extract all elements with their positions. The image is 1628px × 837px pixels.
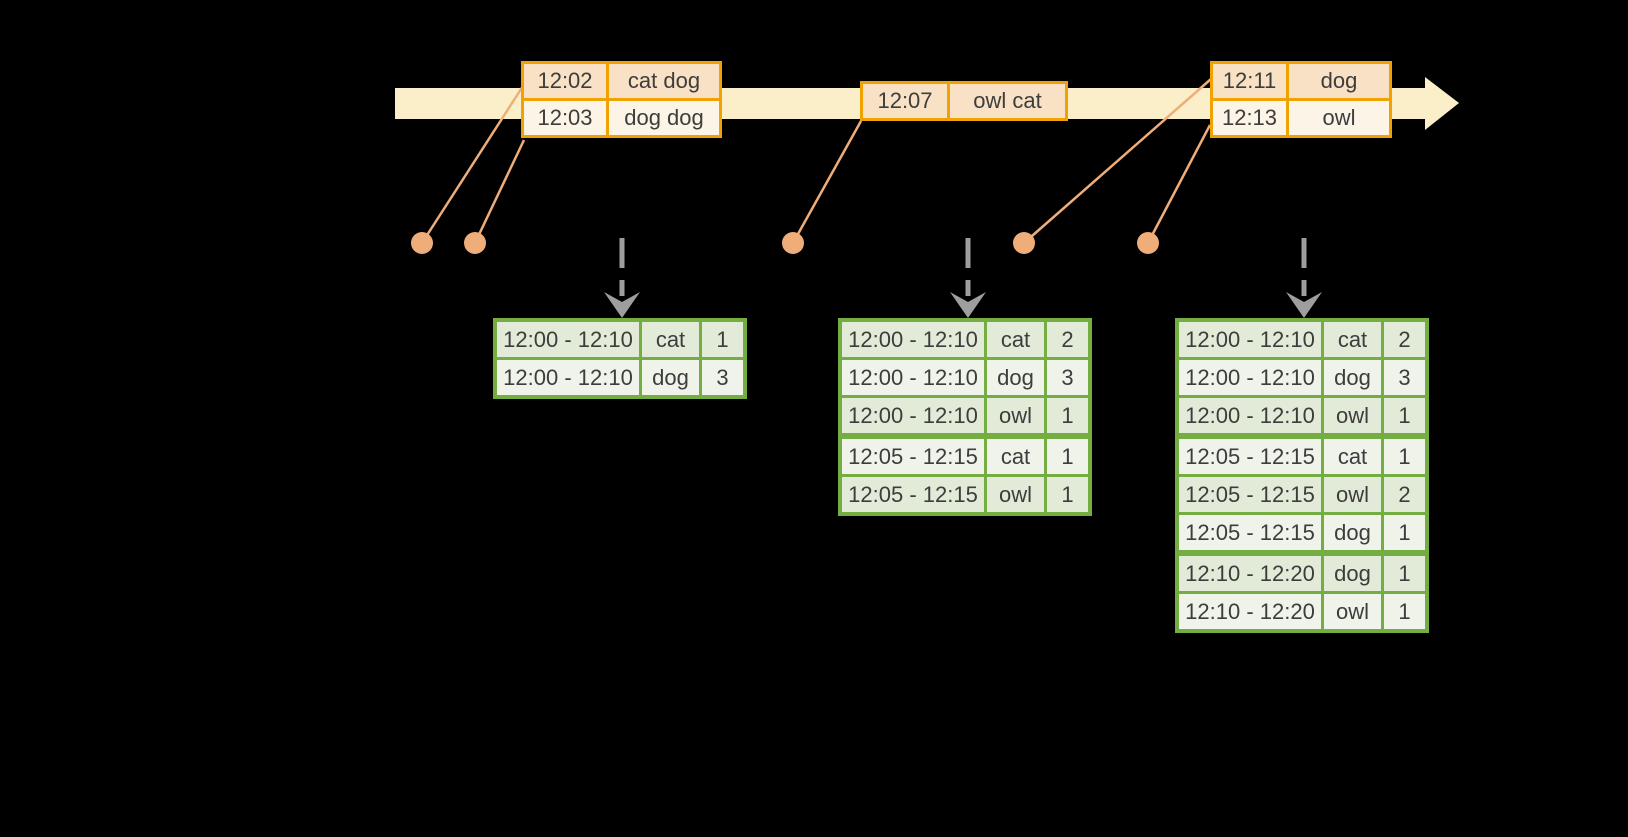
window-range-cell: 12:05 - 12:15 [1179,439,1321,474]
word-cell: cat [987,439,1044,474]
count-cell: 1 [1047,477,1088,512]
event-connector-line [1023,78,1212,244]
event-time-cell: 12:13 [1213,101,1286,135]
word-cell: owl [987,398,1044,433]
event-connector-line [1146,124,1212,244]
window-range-cell: 12:00 - 12:10 [842,398,984,433]
window-range-cell: 12:05 - 12:15 [842,439,984,474]
word-cell: cat [642,322,699,357]
event-connector-line [791,120,863,244]
window-range-cell: 12:10 - 12:20 [1179,594,1321,629]
count-cell: 1 [1047,439,1088,474]
dashed-arrow-icon [1286,238,1322,318]
word-cell: dog [987,360,1044,395]
event-dot-icon [1013,232,1035,254]
word-cell: dog [642,360,699,395]
dashed-arrow-icon [950,238,986,318]
count-cell: 2 [1047,322,1088,357]
word-cell: dog [1324,360,1381,395]
count-cell: 2 [1384,477,1425,512]
word-cell: owl [1324,477,1381,512]
window-range-cell: 12:00 - 12:10 [842,360,984,395]
count-cell: 1 [1047,398,1088,433]
count-cell: 3 [1047,360,1088,395]
word-cell: cat [1324,439,1381,474]
word-cell: cat [1324,322,1381,357]
dashed-arrow-icon [604,238,640,318]
count-cell: 1 [1384,439,1425,474]
window-range-cell: 12:05 - 12:15 [842,477,984,512]
count-cell: 3 [1384,360,1425,395]
count-cell: 1 [1384,556,1425,591]
window-range-cell: 12:00 - 12:10 [1179,398,1321,433]
window-range-cell: 12:10 - 12:20 [1179,556,1321,591]
word-cell: owl [1324,594,1381,629]
count-cell: 1 [1384,398,1425,433]
timeline-arrowhead-icon [1425,77,1459,130]
event-dot-icon [464,232,486,254]
event-time-cell: 12:11 [1213,64,1286,98]
count-cell: 2 [1384,322,1425,357]
event-words-cell: cat dog [609,64,719,98]
window-range-cell: 12:05 - 12:15 [1179,515,1321,550]
word-cell: dog [1324,556,1381,591]
event-dot-icon [782,232,804,254]
window-range-cell: 12:00 - 12:10 [497,360,639,395]
event-time-cell: 12:02 [524,64,606,98]
word-cell: dog [1324,515,1381,550]
event-connector-line [420,85,525,244]
event-dot-icon [1137,232,1159,254]
event-time-cell: 12:03 [524,101,606,135]
count-cell: 1 [1384,594,1425,629]
event-words-cell: owl [1289,101,1389,135]
word-cell: owl [1324,398,1381,433]
count-cell: 3 [702,360,743,395]
count-cell: 1 [1384,515,1425,550]
event-words-cell: owl cat [950,84,1065,118]
window-range-cell: 12:00 - 12:10 [1179,360,1321,395]
event-time-cell: 12:07 [863,84,947,118]
window-range-cell: 12:00 - 12:10 [497,322,639,357]
window-range-cell: 12:00 - 12:10 [842,322,984,357]
event-words-cell: dog dog [609,101,719,135]
count-cell: 1 [702,322,743,357]
event-connector-line [473,139,526,244]
event-words-cell: dog [1289,64,1389,98]
word-cell: cat [987,322,1044,357]
window-range-cell: 12:05 - 12:15 [1179,477,1321,512]
event-dot-icon [411,232,433,254]
window-range-cell: 12:00 - 12:10 [1179,322,1321,357]
word-cell: owl [987,477,1044,512]
